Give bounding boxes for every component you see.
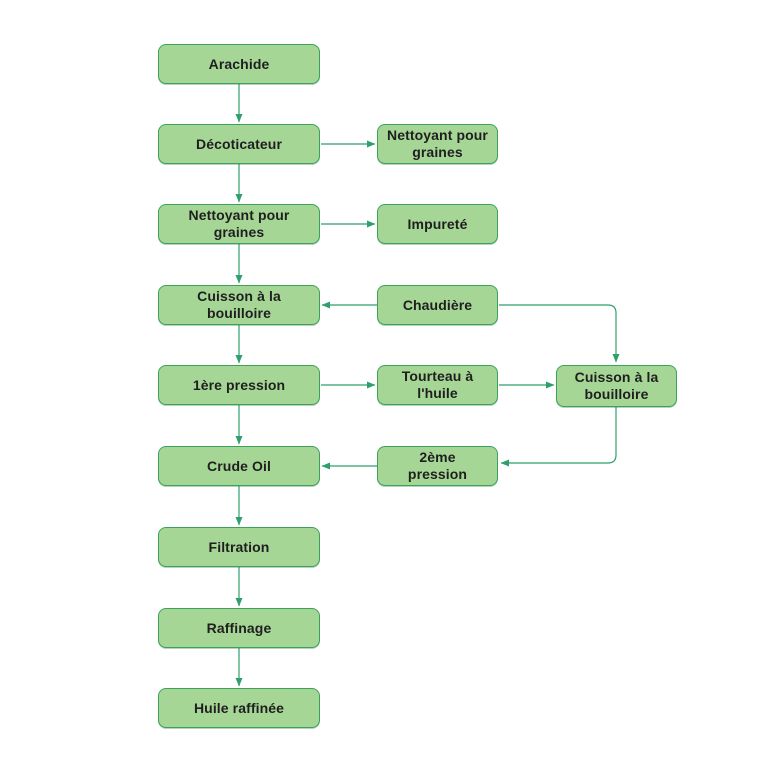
node-impurete-label: Impureté	[407, 215, 468, 232]
node-chaudiere-label: Chaudière	[402, 296, 473, 313]
node-huile-raffinee-label: Huile raffinée	[193, 699, 285, 716]
node-nettoyant-graines: Nettoyant pour graines	[158, 204, 320, 244]
node-decoticateur-label: Décoticateur	[195, 135, 282, 152]
node-nettoyant-graines-sortie: Nettoyant pour graines	[377, 124, 498, 164]
node-raffinage-label: Raffinage	[206, 619, 272, 636]
node-nettoyant-graines-sortie-label: Nettoyant pour graines	[387, 127, 488, 160]
edge-chaudiere-cuisson2	[499, 304, 620, 363]
node-arachide-label: Arachide	[208, 55, 270, 72]
node-tourteau-huile-label: Tourteau à l'huile	[401, 368, 474, 401]
node-cuisson-bouilloire-1: Cuisson à la bouilloire	[158, 285, 320, 325]
node-crude-oil: Crude Oil	[158, 446, 320, 486]
node-chaudiere: Chaudière	[377, 285, 498, 325]
node-filtration-label: Filtration	[208, 538, 270, 555]
node-decoticateur: Décoticateur	[158, 124, 320, 164]
node-impurete: Impureté	[377, 204, 498, 244]
node-arachide: Arachide	[158, 44, 320, 84]
node-raffinage: Raffinage	[158, 608, 320, 648]
node-premiere-pression-label: 1ère pression	[192, 376, 286, 393]
node-huile-raffinee: Huile raffinée	[158, 688, 320, 728]
node-cuisson-bouilloire-2-label: Cuisson à la bouilloire	[574, 369, 659, 402]
node-deuxieme-pression: 2ème pression	[377, 446, 498, 486]
node-crude-oil-label: Crude Oil	[207, 457, 271, 474]
node-nettoyant-graines-label: Nettoyant pour graines	[188, 207, 290, 240]
node-cuisson-bouilloire-1-label: Cuisson à la bouilloire	[197, 288, 281, 321]
edge-cuisson2-pression2	[500, 407, 617, 467]
node-cuisson-bouilloire-2: Cuisson à la bouilloire	[556, 365, 677, 407]
node-deuxieme-pression-label: 2ème pression	[407, 449, 468, 482]
node-premiere-pression: 1ère pression	[158, 365, 320, 405]
node-filtration: Filtration	[158, 527, 320, 567]
node-tourteau-huile: Tourteau à l'huile	[377, 365, 498, 405]
